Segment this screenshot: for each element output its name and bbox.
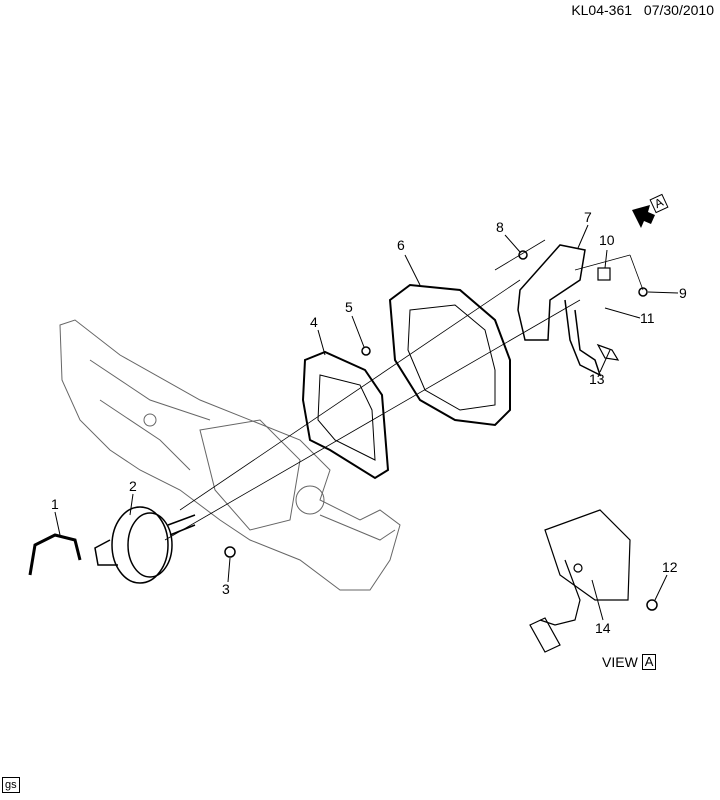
callout-12: 12 <box>662 559 678 575</box>
leader-lines <box>54 224 679 621</box>
dash-panel <box>59 319 401 591</box>
nut <box>518 250 528 260</box>
callout-1: 1 <box>51 496 59 512</box>
view-label: VIEW <box>602 654 638 670</box>
view-ref: A <box>641 654 657 670</box>
view-a-caption: VIEW A <box>602 654 657 670</box>
diagram-header: KL04-361 07/30/2010 <box>563 2 714 18</box>
view-a-detail <box>529 509 631 653</box>
nut <box>638 287 648 297</box>
pedal-bracket <box>517 244 586 341</box>
nut <box>361 346 371 356</box>
view-direction-arrow-icon <box>632 205 655 228</box>
callout-3: 3 <box>222 581 230 597</box>
callout-8: 8 <box>496 219 504 235</box>
callout-7: 7 <box>584 209 592 225</box>
vacuum-hose <box>28 533 82 576</box>
callout-14: 14 <box>595 620 611 636</box>
callout-11: 11 <box>640 310 655 326</box>
nut <box>224 546 236 558</box>
diagram-id: KL04-361 <box>571 2 633 18</box>
alignment-lines <box>164 239 644 541</box>
gasket <box>301 350 390 480</box>
brake-pedal <box>564 299 602 377</box>
nut <box>646 599 658 611</box>
switch <box>597 267 611 281</box>
callout-5: 5 <box>345 299 353 315</box>
diagram-date: 07/30/2010 <box>643 2 714 18</box>
callout-13: 13 <box>589 371 605 387</box>
brake-booster <box>94 506 196 584</box>
callout-4: 4 <box>310 314 318 330</box>
insulator <box>388 283 511 427</box>
callout-9: 9 <box>679 285 687 301</box>
callout-10: 10 <box>599 232 615 248</box>
footer-tag: gs <box>2 777 20 793</box>
callout-6: 6 <box>397 237 405 253</box>
callout-2: 2 <box>129 478 137 494</box>
pedal-pad <box>596 343 620 361</box>
